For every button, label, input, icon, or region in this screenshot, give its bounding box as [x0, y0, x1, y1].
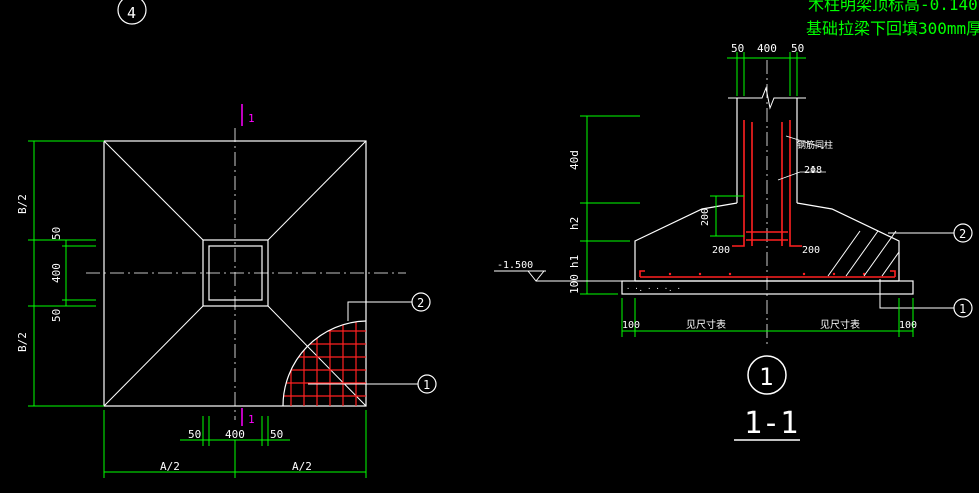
dim-a-half-right: A/2	[292, 460, 312, 473]
section-top-dimensions	[727, 52, 806, 96]
dim-50-right: 50	[270, 428, 283, 441]
dim-50-top: 50	[50, 227, 63, 240]
section-title: 1-1	[744, 406, 798, 441]
dim-50-bottom: 50	[50, 309, 63, 322]
section-dim-200-left: 200	[712, 245, 730, 256]
plan-left-dimensions	[28, 140, 104, 407]
section-rebars	[639, 120, 896, 278]
section-dim-bottom-span-b: 见尺寸表	[820, 318, 860, 331]
label-stirrup-leader	[777, 171, 826, 181]
section-title-number: 1	[759, 363, 773, 391]
dim-400-bottom: 400	[225, 428, 245, 441]
elevation-triangle	[527, 270, 545, 282]
section-dim-bottom-100-b: 100	[899, 320, 917, 331]
cushion-hatch: · ·. · · ·. ·	[626, 285, 681, 293]
section-view: · ·. · · ·. ·	[494, 42, 973, 441]
section-dim-50-a: 50	[731, 42, 744, 55]
section-dim-bottom-100-a: 100	[622, 320, 640, 331]
plan-bottom-dimensions	[103, 410, 367, 478]
plan-marker-label: 4	[127, 4, 136, 22]
slope-line-bl	[103, 305, 204, 407]
section-bottom-dimensions	[621, 298, 914, 337]
label-rebar-col: 钢筋同柱	[797, 139, 833, 151]
section-rebar-dots	[668, 272, 866, 276]
section-title-circle	[747, 355, 787, 395]
section-dim-400: 400	[757, 42, 777, 55]
dim-b-half-bottom: B/2	[16, 332, 29, 352]
section-callout-2-circle	[953, 223, 973, 243]
section-callout-1-label: 1	[959, 302, 966, 316]
dim-400-left: 400	[50, 263, 63, 283]
plan-callout-1-label: 1	[423, 378, 430, 392]
section-callout-2-label: 2	[959, 227, 966, 241]
plan-view: 4 1 1	[16, 0, 437, 478]
plan-marker-circle	[117, 0, 147, 25]
plan-callout-1-circle	[417, 374, 437, 394]
section-dim-50-b: 50	[791, 42, 804, 55]
plan-callout-2-circle	[411, 292, 431, 312]
section-dim-h2: h2	[568, 217, 581, 230]
section-dim-40d: 40d	[568, 150, 581, 170]
column-break-line	[728, 86, 806, 110]
section-dim-bottom-span-a: 见尺寸表	[686, 318, 726, 331]
section-callout-1-leader	[879, 279, 954, 309]
elevation-label: -1.500	[497, 260, 533, 271]
slope-line-tr	[267, 140, 367, 241]
dim-50-left: 50	[188, 428, 201, 441]
label-stirrup: 2Φ8	[804, 165, 822, 176]
footing-profile-right	[796, 202, 900, 281]
section-left-dimensions	[580, 115, 744, 295]
section-dim-100: 100	[568, 274, 581, 294]
section-dim-200-right: 200	[802, 245, 820, 256]
footing-profile	[634, 202, 738, 281]
dim-b-half-top: B/2	[16, 194, 29, 214]
section-cut-top-label: 1	[248, 112, 255, 125]
dim-a-half-left: A/2	[160, 460, 180, 473]
section-callout-1-circle	[953, 298, 973, 318]
cushion-layer	[621, 280, 914, 295]
section-hatch	[827, 230, 900, 277]
section-dim-200-vert: 200	[700, 208, 711, 226]
section-cut-bottom-label: 1	[248, 413, 255, 426]
note-line-2: 基础拉梁下回填300mm厚松	[806, 19, 979, 38]
plan-callout-2-label: 2	[417, 296, 424, 310]
plan-callout-2-leader	[347, 301, 412, 321]
section-dim-h1: h1	[568, 255, 581, 268]
slope-line-tl	[103, 140, 204, 241]
note-line-1: 木柱明梁顶标高-0.140	[808, 0, 978, 14]
label-rebar-col-leader	[785, 135, 825, 149]
